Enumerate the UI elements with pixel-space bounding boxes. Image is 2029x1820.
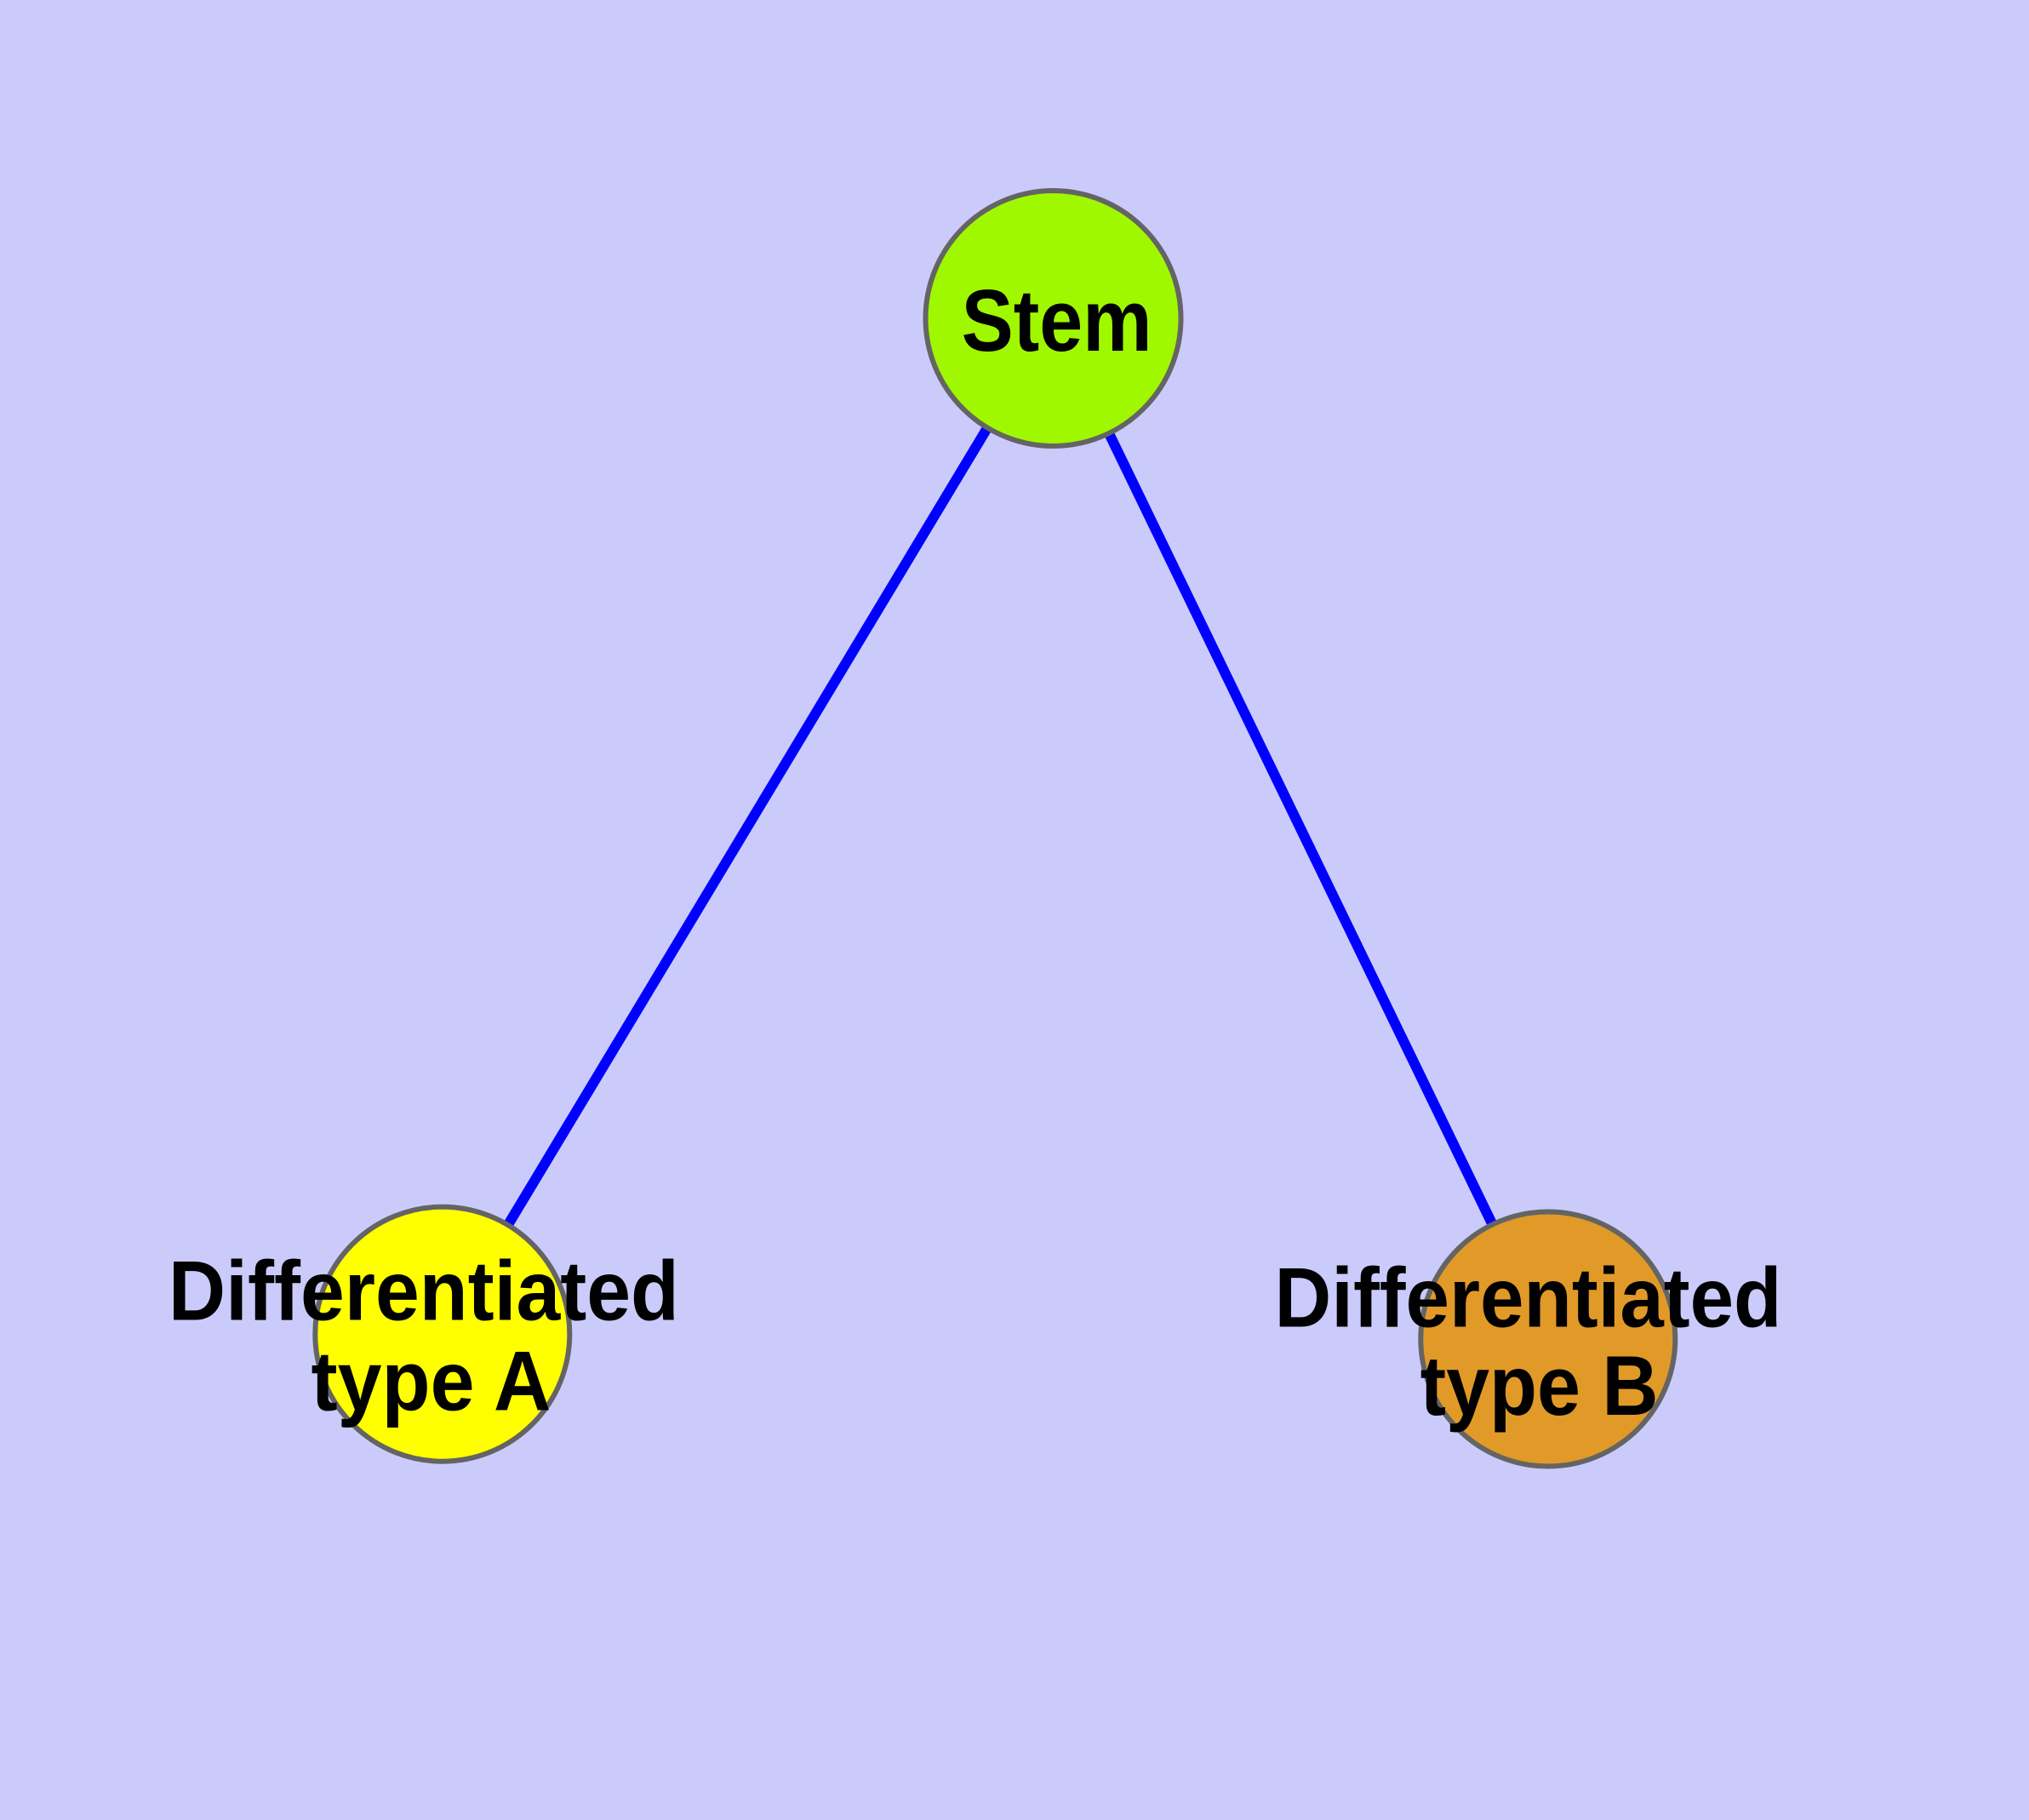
- svg-text:Differentiated: Differentiated: [169, 1244, 679, 1338]
- svg-text:Differentiated: Differentiated: [1275, 1250, 1782, 1344]
- svg-text:Stem: Stem: [962, 272, 1152, 369]
- svg-text:type A: type A: [311, 1334, 552, 1428]
- svg-text:type B: type B: [1420, 1338, 1659, 1433]
